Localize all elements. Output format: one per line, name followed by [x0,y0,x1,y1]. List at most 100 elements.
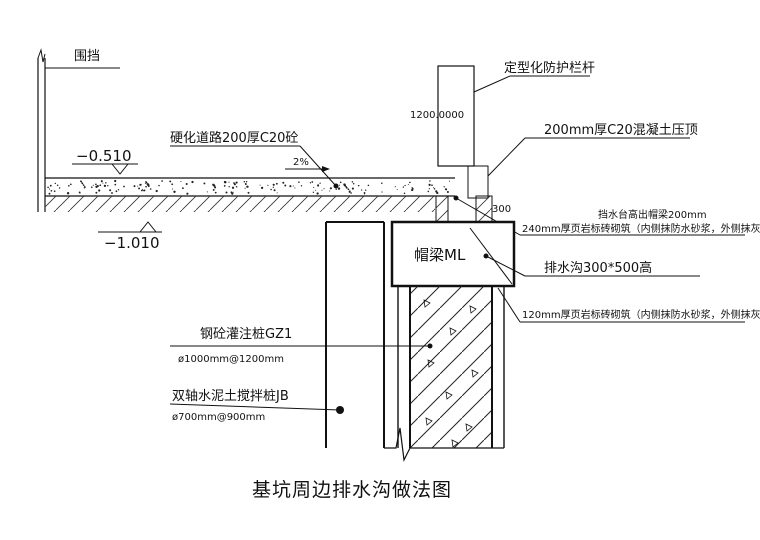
aggregate-dot [309,182,312,184]
aggregate-dot [92,184,94,186]
aggregate-dot [69,183,72,186]
aggregate-dot [394,186,396,188]
aggregate-dot [338,184,340,186]
aggregate-dot [206,191,208,193]
slope-arrow [285,166,330,172]
aggregate-dot [138,187,141,190]
aggregate-dot [102,182,104,184]
road-leader [299,145,337,187]
aggregate-dot [350,192,352,194]
aggregate-dot [300,185,303,187]
aggregate-dot [109,189,112,192]
aggregate-dot [173,190,176,193]
dim-300: 300 [492,204,511,215]
aggregate-dot [79,192,81,194]
fence-label: 围挡 [74,49,100,64]
aggregate-triangle [469,305,477,314]
aggregate-dot [147,183,150,187]
aggregate-dot [317,184,320,187]
aggregate-dot [351,187,354,190]
aggregate-dot [48,188,51,190]
aggregate-dot [284,184,287,187]
aggregate-dot [352,182,355,185]
aggregate-dot [403,192,406,195]
pile-name-label: 钢砼灌注桩GZ1 [200,327,292,342]
elevation-marker-1 [72,163,138,175]
aggregate-dot [115,190,118,193]
aggregate-dot [272,183,275,186]
aggregate-dot [404,184,406,187]
aggregate-dot [343,184,347,187]
aggregate-dot [433,187,435,189]
aggregate-dot [428,183,431,187]
aggregate-dot [95,191,98,194]
aggregate-dot [260,186,264,190]
mixing-pile [325,221,385,448]
wall-out-label: 挡水台高出帽梁200mm [598,208,707,221]
aggregate-dot [96,185,99,188]
aggregate-triangle [425,417,433,426]
aggregate-dot [111,192,113,194]
aggregate-triangle [427,359,435,368]
rail-height: 1200.0000 [410,110,464,121]
aggregate-dot [142,190,144,192]
drawing-title: 基坑周边排水沟做法图 [252,479,452,501]
aggregate-dot [244,187,246,189]
wall-240-left [435,195,449,223]
aggregate-dot [298,181,300,183]
aggregate-dot [228,186,230,188]
aggregate-dot [446,190,449,194]
aggregate-dot [80,181,82,183]
aggregate-dot [95,183,97,186]
aggregate-dot [171,183,174,186]
aggregate-dot [117,189,120,191]
aggregate-dot [84,186,86,188]
aggregate-dot [381,182,383,185]
aggregate-dot [289,185,292,188]
wall-120-label: 120mm厚页岩标砖砌筑（内侧抹防水砂浆，外侧抹灰） [522,308,760,321]
aggregate-dot [273,189,276,192]
concrete-top [467,137,690,199]
aggregate-triangle [445,391,453,400]
aggregate-dot [145,181,148,184]
aggregate-dot [247,191,250,194]
aggregate-dot [363,193,366,195]
aggregate-dot [319,182,321,184]
aggregate-dot [191,180,194,184]
aggregate-dot [225,191,228,194]
aggregate-dot [139,184,141,186]
aggregate-triangle [451,439,459,448]
aggregate-dot [443,186,445,188]
aggregate-dot [203,182,206,185]
aggregate-dot [329,190,331,192]
aggregate-dot [82,183,84,185]
aggregate-dot [448,180,450,182]
aggregate-dot [235,185,238,188]
aggregate-dot [246,185,249,188]
aggregate-dot [367,184,370,187]
aggregate-dot [133,185,136,188]
aggregate-dot [223,185,226,187]
trench-label: 排水沟300*500高 [544,260,652,276]
aggregate-dot [312,191,315,193]
aggregate-dot [66,192,70,195]
aggregate-dot [315,189,317,191]
aggregate-dot [407,183,409,185]
aggregate-dot [329,187,332,190]
aggregate-dot [49,184,52,187]
elevation-marker-2 [98,221,162,233]
aggregate-dot [396,188,398,191]
aggregate-dot [180,180,182,182]
aggregate-dot [91,186,93,188]
concrete-top-label: 200mm厚C20混凝土压顶 [544,122,698,138]
cap-beam-label: 帽梁ML [414,246,466,264]
railing-post [437,65,590,167]
aggregate-dot [381,191,383,193]
aggregate-dot [149,188,152,190]
aggregate-dot [140,189,143,192]
aggregate-dot [357,184,360,187]
aggregate-dot [360,189,363,191]
aggregate-dot [231,192,234,195]
aggregate-dot [185,182,188,186]
aggregate-dot [245,181,248,183]
